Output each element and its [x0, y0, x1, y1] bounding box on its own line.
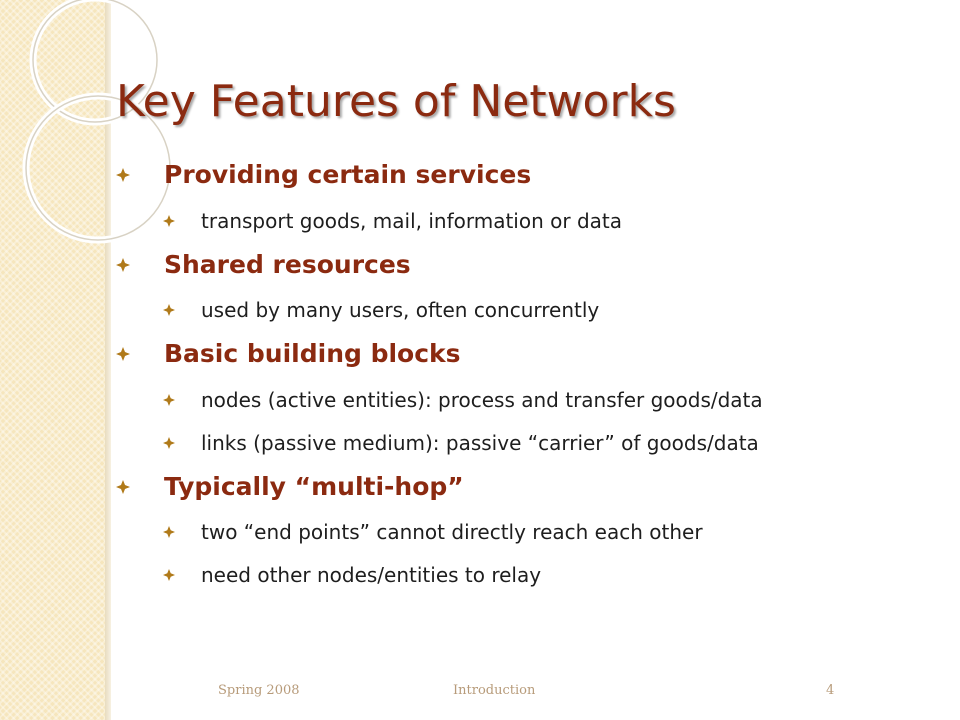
diamond-bullet-icon [116, 257, 164, 272]
bullet-level2: two “end points” cannot directly reach e… [163, 520, 703, 544]
bullet-text: links (passive medium): passive “carrier… [201, 431, 759, 455]
bullet-level2: need other nodes/entities to relay [163, 563, 541, 587]
bullet-text: transport goods, mail, information or da… [201, 209, 622, 233]
diamond-bullet-icon [163, 394, 201, 406]
bullet-text: used by many users, often concurrently [201, 298, 600, 322]
footer-section: Introduction [453, 683, 536, 698]
footer-date: Spring 2008 [218, 683, 300, 698]
band-edge-shadow [105, 0, 111, 720]
diamond-bullet-icon [163, 526, 201, 538]
bullet-text: need other nodes/entities to relay [201, 563, 542, 587]
bullet-level2: nodes (active entities): process and tra… [163, 388, 763, 412]
bullet-level1: Basic building blocks [116, 339, 461, 368]
diamond-bullet-icon [116, 346, 164, 361]
bullet-text: Typically “multi-hop” [164, 472, 464, 501]
footer-page-number: 4 [826, 683, 835, 698]
diamond-bullet-icon [163, 437, 201, 449]
bullet-text: nodes (active entities): process and tra… [201, 388, 763, 412]
bullet-level2: transport goods, mail, information or da… [163, 209, 622, 233]
bullet-level1: Typically “multi-hop” [116, 472, 464, 501]
bullet-level2: used by many users, often concurrently [163, 298, 599, 322]
diamond-bullet-icon [163, 569, 201, 581]
diamond-bullet-icon [163, 215, 201, 227]
diamond-bullet-icon [163, 304, 201, 316]
bullet-level2: links (passive medium): passive “carrier… [163, 431, 759, 455]
diamond-bullet-icon [116, 167, 164, 182]
bullet-text: Basic building blocks [164, 339, 461, 368]
bullet-text: Shared resources [164, 250, 411, 279]
decorative-circles [22, 0, 174, 244]
diamond-bullet-icon [116, 479, 164, 494]
bullet-text: two “end points” cannot directly reach e… [201, 520, 703, 544]
slide-title: Key Features of Networks [116, 76, 676, 127]
bullet-level1: Providing certain services [116, 160, 531, 189]
bullet-text: Providing certain services [164, 160, 532, 189]
bullet-level1: Shared resources [116, 250, 411, 279]
